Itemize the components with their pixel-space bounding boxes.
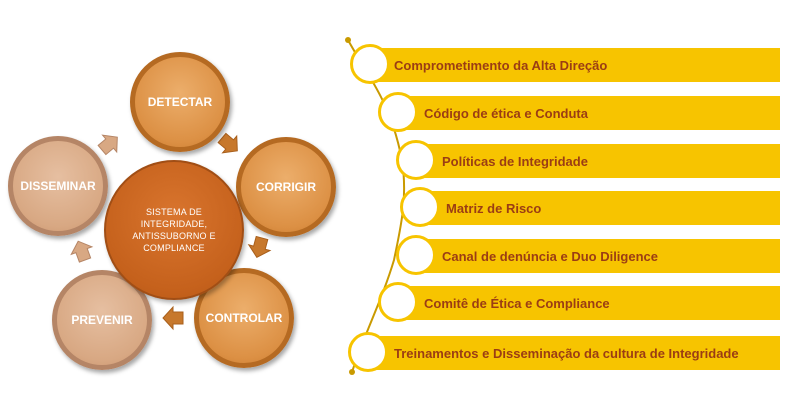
node-detectar: DETECTAR [130, 52, 230, 152]
list-item: Canal de denúncia e Duo Diligence [396, 235, 780, 275]
arrow-detectar-corrigir [217, 132, 238, 154]
list-item: Matriz de Risco [400, 187, 780, 227]
list-item-label: Canal de denúncia e Duo Diligence [442, 248, 658, 264]
arrow-prevenir-disseminar [70, 240, 94, 263]
arrow-disseminar-detectar [97, 134, 118, 156]
list-bullet [350, 44, 390, 84]
list-item-label: Políticas de Integridade [442, 153, 588, 169]
node-disseminar: DISSEMINAR [8, 136, 108, 236]
cycle-arrows [70, 132, 272, 331]
cycle-diagram: DETECTAR CORRIGIR CONTROLAR PREVENIR DIS… [0, 0, 336, 400]
node-controlar: CONTROLAR [194, 268, 294, 368]
list-bullet [378, 282, 418, 322]
list-bullet [396, 235, 436, 275]
node-prevenir-label: PREVENIR [71, 313, 133, 327]
list-item-label: Comprometimento da Alta Direção [394, 57, 608, 73]
list-item: Comitê de Ética e Compliance [378, 282, 780, 322]
node-corrigir-label: CORRIGIR [256, 180, 316, 194]
list-bullet [348, 332, 388, 372]
arrow-corrigir-controlar [247, 235, 272, 258]
list-item: Políticas de Integridade [396, 140, 780, 180]
list-item: Treinamentos e Disseminação da cultura d… [348, 332, 780, 372]
center-node: SISTEMA DE INTEGRIDADE, ANTISSUBORNO E C… [104, 160, 244, 300]
list-item-label: Treinamentos e Disseminação da cultura d… [394, 345, 739, 361]
list-item-label: Matriz de Risco [446, 200, 542, 216]
center-node-label: SISTEMA DE INTEGRIDADE, ANTISSUBORNO E C… [132, 207, 216, 253]
list-bullet [400, 187, 440, 227]
node-disseminar-label: DISSEMINAR [20, 179, 96, 193]
node-detectar-label: DETECTAR [147, 95, 213, 109]
list-bullet [378, 92, 418, 132]
list-bullet [396, 140, 436, 180]
list-item: Comprometimento da Alta Direção [350, 44, 780, 84]
integrity-pillars-list: Comprometimento da Alta Direção Código d… [330, 0, 800, 400]
node-corrigir: CORRIGIR [236, 137, 336, 237]
list-item-label: Comitê de Ética e Compliance [424, 295, 610, 311]
list-item: Código de ética e Conduta [378, 92, 780, 132]
arrow-controlar-prevenir [162, 305, 184, 331]
list-item-label: Código de ética e Conduta [424, 105, 588, 121]
node-controlar-label: CONTROLAR [205, 311, 283, 325]
